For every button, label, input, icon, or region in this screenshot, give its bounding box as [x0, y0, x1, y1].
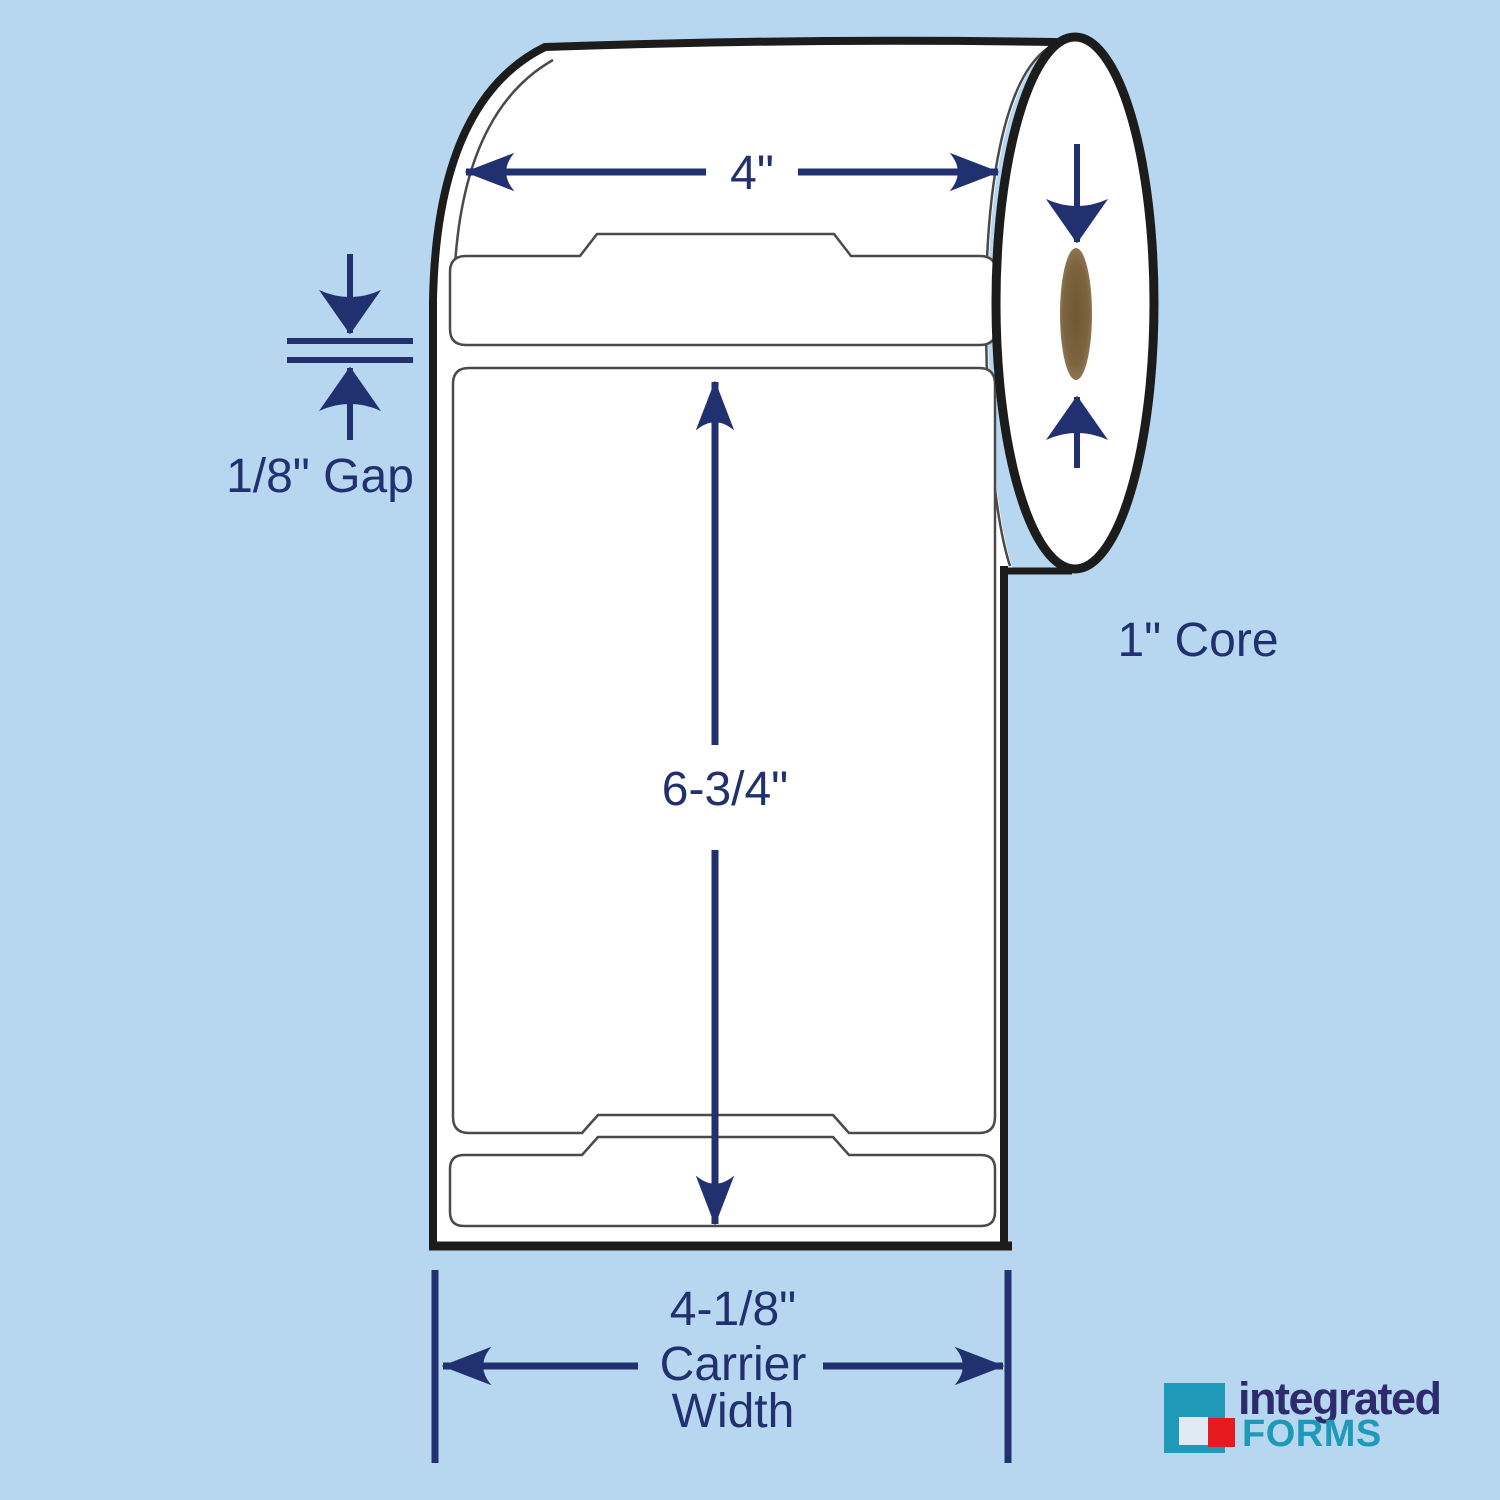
core-hole [1060, 248, 1092, 380]
carrier-width-text-line3: Width [672, 1385, 795, 1438]
core-text: 1" Core [1117, 614, 1278, 667]
logo-light-square [1179, 1417, 1208, 1445]
label-roll [429, 32, 1159, 1251]
brand-logo: integrated FORMS [1164, 1373, 1442, 1455]
top-label [448, 232, 998, 347]
gap-dimension [287, 254, 413, 440]
label-width-text: 4" [730, 147, 774, 200]
logo-wordmark-top: integrated [1238, 1373, 1441, 1424]
dimension-labels: 4" 1/8" Gap 6-3/4" 1" Core 4-1/8" Carrie… [226, 147, 1278, 1438]
gap-text: 1/8" Gap [226, 450, 414, 503]
main-label [451, 366, 997, 1135]
carrier-width-dimension [431, 1270, 1012, 1463]
carrier-width-text-line1: 4-1/8" [670, 1283, 796, 1336]
logo-red-square [1208, 1418, 1235, 1447]
roll-outline-top-left [429, 36, 1060, 1250]
carrier-width-text-line2: Carrier [660, 1338, 807, 1391]
dimension-annotations: 4" 1/8" Gap 6-3/4" 1" Core 4-1/8" Carrie… [226, 144, 1279, 1463]
roll-layer-line-left [453, 58, 554, 266]
logo-wordmark-bottom: FORMS [1242, 1413, 1382, 1455]
label-length-text: 6-3/4" [662, 763, 788, 816]
